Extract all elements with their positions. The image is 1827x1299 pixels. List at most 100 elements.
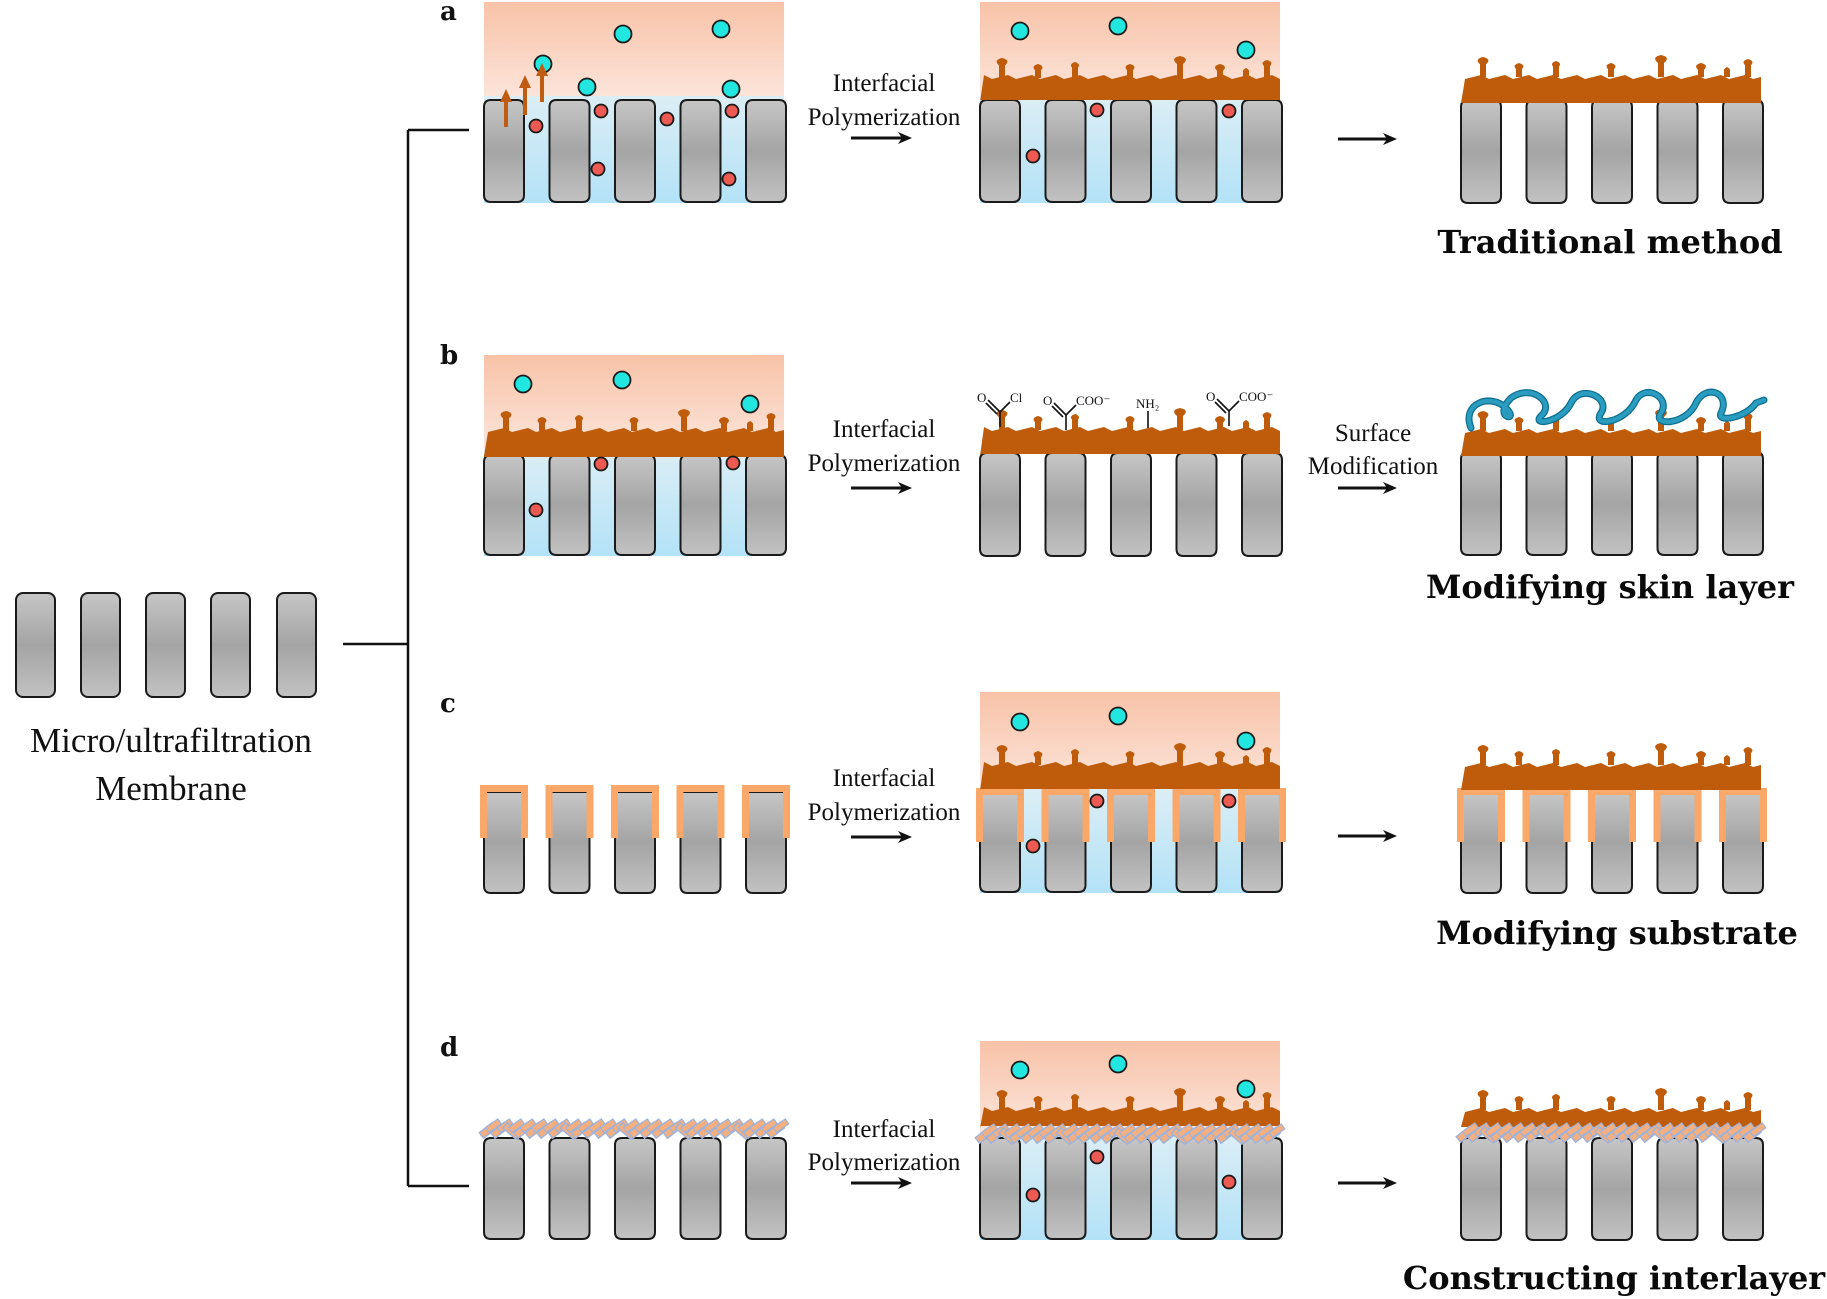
- membrane-pillar: [1656, 451, 1699, 556]
- polyamide-nodule: [1743, 413, 1753, 431]
- interlayer-rod: [1507, 1122, 1526, 1138]
- chem-label: Cl: [1010, 390, 1023, 405]
- amine-monomer: [721, 171, 737, 187]
- polyamide-nodule: [996, 410, 1008, 430]
- title-modifying-substrate: Modifying substrate: [1436, 914, 1798, 952]
- polyamide-nodule: [1655, 1088, 1667, 1110]
- polyamide-nodule: [996, 745, 1008, 765]
- polyamide-nodule: [1723, 755, 1731, 765]
- panel-c-middle-stage: [976, 692, 1286, 893]
- diffusion-arrow-head: [519, 75, 531, 88]
- interlayer-rod: [1233, 1123, 1252, 1139]
- arrow-head: [1383, 1177, 1397, 1189]
- substrate-coating-cap: [1719, 788, 1767, 842]
- bond: [1228, 400, 1240, 412]
- membrane-pillar: [1241, 99, 1283, 203]
- step-sm-b-line1: Surface: [1335, 420, 1411, 447]
- chem-group-amine: NH₂: [1136, 396, 1159, 428]
- amine-monomer: [659, 111, 675, 127]
- polyamide-nodule: [1071, 414, 1079, 430]
- chem-label: COO⁻: [1239, 389, 1273, 404]
- step-ip-a-line1: Interfacial: [833, 70, 936, 97]
- arrow-head: [898, 831, 912, 843]
- interlayer-rod: [1565, 1122, 1583, 1138]
- membrane-pillar: [1591, 791, 1633, 894]
- panel-a-middle-stage: [979, 2, 1283, 203]
- interlayer-rod: [1622, 1122, 1641, 1138]
- chem-oxygen: O: [1206, 389, 1215, 404]
- polyamide-layer: [980, 427, 1280, 456]
- membrane-pillar: [483, 99, 525, 203]
- membrane-pillar: [1722, 791, 1764, 894]
- step-ip-c-line2: Polymerization: [808, 799, 961, 826]
- interlayer-rod: [1130, 1123, 1148, 1139]
- interlayer-rod: [680, 1118, 698, 1134]
- polyamide-nodule: [1723, 421, 1731, 431]
- polyamide-nodule: [1242, 420, 1250, 430]
- interlayer-rod: [576, 1118, 595, 1134]
- interlayer-rod: [1749, 1122, 1767, 1138]
- tmc-monomer: [1108, 16, 1128, 36]
- membrane-pillar: [1044, 792, 1087, 893]
- polyamide-nodule: [1262, 747, 1272, 765]
- amine-monomer: [593, 103, 609, 119]
- interlayer-rod: [1691, 1122, 1710, 1138]
- interlayer-rod: [1668, 1122, 1687, 1138]
- panel-letter-a: a: [440, 0, 457, 27]
- polyamide-layer: [980, 762, 1280, 791]
- membrane-pillar: [1460, 99, 1502, 204]
- branch-connector: [343, 128, 469, 1188]
- polyamide-nodule: [1262, 412, 1272, 430]
- polyamide-nodule: [678, 409, 690, 431]
- double-bond: [1051, 405, 1064, 418]
- polyamide-nodule: [996, 1090, 1008, 1110]
- arrow-sm-b: [1338, 482, 1397, 494]
- arrow-final-a: [1338, 133, 1397, 145]
- arrow-head: [898, 482, 912, 494]
- interlayer-rod: [980, 1123, 999, 1139]
- interlayer-rod: [1726, 1122, 1744, 1138]
- interlayer-rod: [622, 1118, 641, 1134]
- tmc-monomer: [721, 79, 741, 99]
- polyamide-nodule: [1552, 61, 1560, 77]
- double-bond: [1214, 401, 1227, 414]
- membrane-pillar: [979, 452, 1021, 557]
- tmc-monomer: [1108, 1054, 1128, 1074]
- polyamide-nodule: [1477, 745, 1489, 765]
- polyamide-nodule: [1125, 416, 1135, 430]
- substrate-coating-cap: [1653, 788, 1702, 842]
- membrane-pillar: [745, 791, 787, 894]
- membrane-pillar: [1241, 792, 1283, 893]
- tmc-monomer: [1236, 1079, 1256, 1099]
- amine-monomer: [1089, 793, 1105, 809]
- membrane-pillar: [1591, 451, 1633, 556]
- panel-b-left-stage: [483, 355, 787, 556]
- interlayer-rod: [542, 1118, 560, 1134]
- interlayer-rod: [1484, 1122, 1503, 1138]
- interlayer-rod: [519, 1118, 537, 1134]
- interlayer: [1455, 1122, 1767, 1145]
- membrane-pillar: [1110, 99, 1152, 203]
- polyamide-nodule: [1033, 1096, 1043, 1110]
- interlayer-rod: [565, 1118, 583, 1134]
- polyamide-layer: [484, 428, 784, 457]
- interlayer-rod: [1038, 1123, 1056, 1139]
- panel-letter-c: c: [440, 689, 456, 719]
- membrane-pillar: [1525, 99, 1568, 204]
- panel-b-middle-stage: [979, 408, 1283, 557]
- interlayer-rod: [530, 1118, 549, 1134]
- polyamide-nodule: [1514, 63, 1524, 77]
- title-constructing-interlayer: Constructing interlayer: [1403, 1259, 1826, 1297]
- step-ip-a-line2: Polymerization: [808, 104, 961, 131]
- substrate-coating-cap: [1522, 788, 1571, 842]
- membrane-pillar: [679, 99, 722, 203]
- membrane-pillar: [1044, 1137, 1087, 1240]
- substrate-coating-cap: [742, 785, 790, 838]
- interlayer-rod: [1461, 1122, 1480, 1138]
- polyamide-nodule: [1262, 1092, 1272, 1110]
- interlayer-rod: [1084, 1123, 1102, 1139]
- interlayer: [974, 1123, 1286, 1146]
- step-ip-b: Interfacial Polymerization: [808, 416, 961, 477]
